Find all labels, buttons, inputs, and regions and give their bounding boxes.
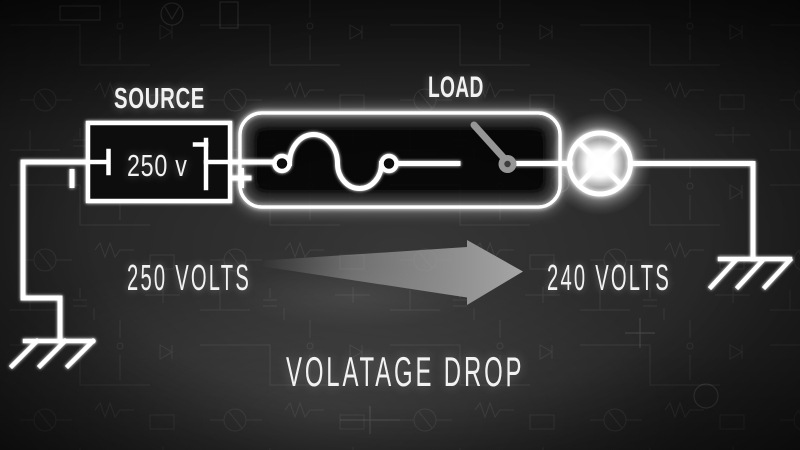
plus-icon xyxy=(231,168,252,188)
wire-left xyxy=(20,159,91,344)
source-voltage-value: 250 v xyxy=(127,148,188,183)
source-label: SOURCE xyxy=(114,83,206,115)
caption-title: VOLATAGE DROP xyxy=(286,348,525,395)
battery-cell-icon xyxy=(85,137,233,191)
wire-right xyxy=(628,161,756,262)
ground-left-icon xyxy=(8,337,97,370)
lamp-icon xyxy=(548,111,652,216)
terminal-node-right xyxy=(379,153,399,174)
source-group xyxy=(69,120,252,204)
load-label: LOAD xyxy=(428,71,484,104)
terminal-node-left xyxy=(272,153,292,174)
ground-right-icon xyxy=(707,256,794,291)
lamp-core xyxy=(576,139,624,188)
minus-icon xyxy=(69,169,75,188)
switch-icon xyxy=(470,121,517,173)
arrow-icon xyxy=(263,240,523,305)
circuit-wires xyxy=(8,132,794,370)
load-element-icon xyxy=(286,132,385,191)
voltage-after-label: 240 VOLTS xyxy=(547,257,672,298)
voltage-before-label: 250 VOLTS xyxy=(127,257,252,298)
